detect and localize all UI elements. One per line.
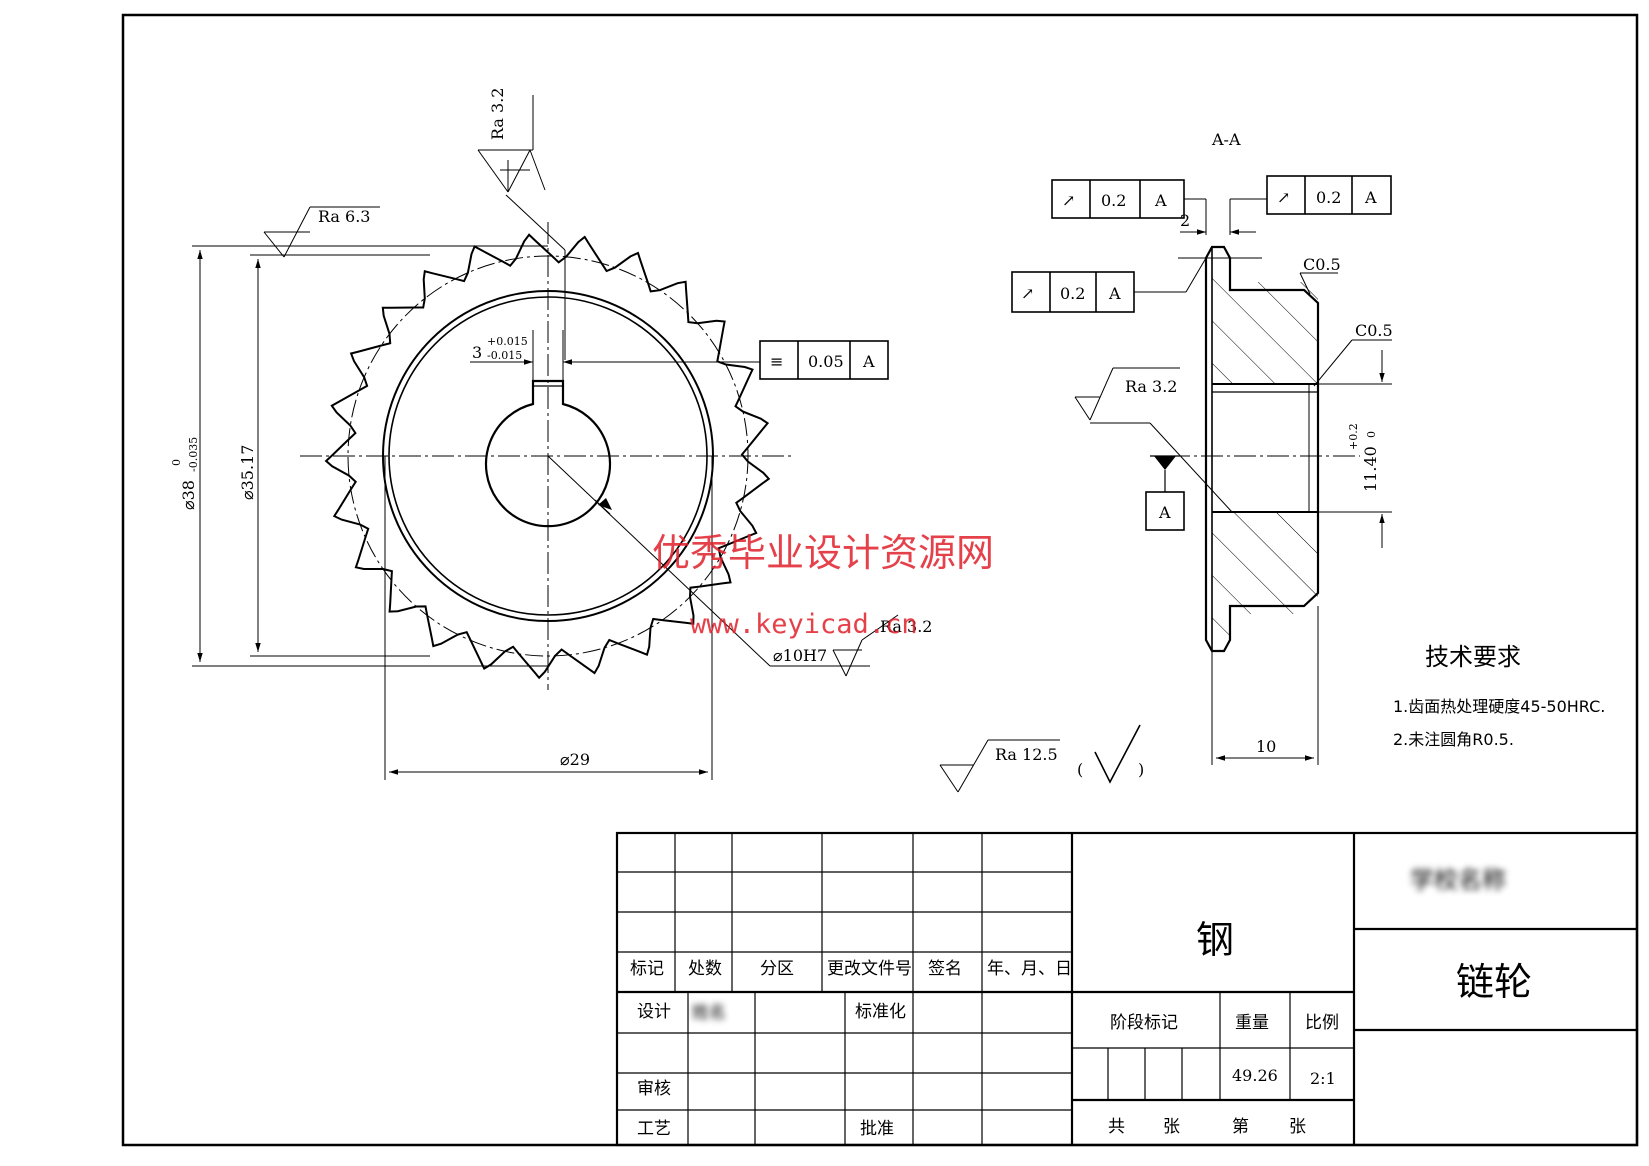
tech-req-item-2: 2.未注圆角R0.5. xyxy=(1393,730,1514,749)
section-title: A-A xyxy=(1211,130,1241,149)
bore-with-keyway xyxy=(484,379,612,528)
runout-1-value: 0.2 xyxy=(1101,191,1126,210)
general-roughness-paren-open: ( xyxy=(1077,760,1083,779)
front-view: Ra 3.2 Ra 6.3 ⌀38 0 -0.035 ⌀35.17 xyxy=(170,88,932,780)
general-roughness-paren-close: ) xyxy=(1138,760,1144,779)
tb-row-review: 审核 xyxy=(637,1079,671,1099)
dim-bore-len-tol-lower: 0 xyxy=(1365,431,1378,438)
dim-keyway xyxy=(470,330,760,381)
tb-school-blurred: 学校名称 xyxy=(1410,866,1506,894)
dim-bore-len-text: 11.40 xyxy=(1361,446,1380,492)
tb-header-zone: 分区 xyxy=(760,959,794,979)
tb-row-design: 设计 xyxy=(637,1002,671,1022)
runout-frame-1 xyxy=(1051,179,1207,235)
dim-keyway-tol-lower: -0.015 xyxy=(487,349,522,362)
dim-width-text: 10 xyxy=(1256,737,1276,756)
tb-header-mark: 标记 xyxy=(630,959,664,979)
runout-2-symbol: ↗ xyxy=(1277,188,1290,207)
tb-material: 钢 xyxy=(1196,918,1234,962)
roughness-bore-label: Ra 3.2 xyxy=(880,617,932,636)
dim-width xyxy=(1211,606,1319,765)
tb-header-change-doc: 更改文件号 xyxy=(827,959,912,979)
runout-1-symbol: ↗ xyxy=(1062,191,1075,210)
tb-sheets-total: 共 xyxy=(1108,1117,1125,1137)
dim-bore-text: ⌀10H7 xyxy=(773,646,827,665)
runout-frame-3 xyxy=(1011,257,1207,313)
dim-root-text: ⌀35.17 xyxy=(238,445,257,500)
datum-symbol xyxy=(1145,455,1185,531)
tb-stage-label: 阶段标记 xyxy=(1110,1013,1178,1033)
roughness-symbol-top xyxy=(477,95,566,360)
tb-scale-label: 比例 xyxy=(1305,1013,1339,1033)
hub-inner-circle xyxy=(388,296,708,616)
tb-sheets-unit-2: 张 xyxy=(1289,1117,1306,1137)
general-roughness-label: Ra 12.5 xyxy=(995,745,1058,764)
dim-tooth-width xyxy=(1178,229,1262,259)
tb-header-sign: 签名 xyxy=(928,959,962,979)
roughness-symbol-section xyxy=(1074,367,1233,513)
bore-leader xyxy=(547,455,899,677)
tb-sheets-nth: 第 xyxy=(1232,1117,1249,1137)
chamfer-2-text: C0.5 xyxy=(1355,321,1393,340)
dim-outer-text: ⌀38 xyxy=(179,480,198,510)
dim-hub-diameter xyxy=(384,456,713,780)
roughness-label-top: Ra 3.2 xyxy=(488,88,507,140)
title-block xyxy=(615,831,1639,1147)
tb-scale-value: 2:1 xyxy=(1310,1069,1336,1088)
tb-row-standardize: 标准化 xyxy=(855,1002,906,1022)
dim-keyway-tol-upper: +0.015 xyxy=(487,335,528,348)
dim-outer-tol-lower: -0.035 xyxy=(187,437,200,472)
watermark-line-1: 优秀毕业设计资源网 xyxy=(652,531,994,575)
dim-outer-diameter xyxy=(192,245,548,667)
runout-3-value: 0.2 xyxy=(1060,284,1085,303)
dim-bore-len-tol-upper: +0.2 xyxy=(1347,423,1360,450)
tb-row-approve: 批准 xyxy=(860,1119,894,1139)
symmetry-datum: A xyxy=(862,352,875,371)
roughness-section-label: Ra 3.2 xyxy=(1125,377,1177,396)
general-roughness xyxy=(939,724,1141,793)
tb-drawing-name: 链轮 xyxy=(1456,960,1532,1004)
roughness-symbol-left xyxy=(263,206,380,258)
section-outline xyxy=(1204,245,1320,653)
section-hatch-upper xyxy=(1212,255,1318,384)
runout-3-symbol: ↗ xyxy=(1021,284,1034,303)
symmetry-value: 0.05 xyxy=(808,352,844,371)
sprocket-tooth-profile xyxy=(324,233,771,680)
dim-bore-length xyxy=(1318,350,1392,548)
tb-sheets-unit-1: 张 xyxy=(1163,1117,1180,1137)
runout-2-datum: A xyxy=(1364,188,1377,207)
dim-root-diameter xyxy=(250,254,430,657)
dim-keyway-text: 3 xyxy=(472,343,482,362)
tech-req-item-1: 1.齿面热处理硬度45-50HRC. xyxy=(1393,697,1605,716)
tech-req-title: 技术要求 xyxy=(1425,643,1521,671)
chamfer-leaders xyxy=(1299,272,1392,387)
roughness-label-left: Ra 6.3 xyxy=(318,207,370,226)
section-hatch-lower xyxy=(1212,512,1318,659)
symmetry-symbol: ≡ xyxy=(770,352,783,371)
section-view: A-A ↗ 0.2 A ↗ 0. xyxy=(1011,130,1393,765)
tb-designer-blurred: 姓名 xyxy=(692,1003,726,1023)
dim-outer-tol-upper: 0 xyxy=(170,459,183,466)
watermark-line-2: www.keyicad.cn xyxy=(690,609,918,640)
tb-row-process: 工艺 xyxy=(637,1119,671,1139)
tb-header-count: 处数 xyxy=(688,959,722,979)
dim-2-text: 2 xyxy=(1180,211,1190,230)
datum-label: A xyxy=(1158,503,1171,522)
dim-hub-text: ⌀29 xyxy=(560,750,590,769)
runout-frame-2 xyxy=(1229,175,1392,235)
chamfer-1-text: C0.5 xyxy=(1303,255,1341,274)
tb-header-date: 年、月、日 xyxy=(987,959,1072,979)
runout-2-value: 0.2 xyxy=(1316,188,1341,207)
pitch-circle xyxy=(347,255,749,657)
runout-1-datum: A xyxy=(1154,191,1167,210)
runout-3-datum: A xyxy=(1108,284,1121,303)
tb-weight-label: 重量 xyxy=(1235,1013,1269,1033)
tb-weight-value: 49.26 xyxy=(1232,1066,1278,1085)
symmetry-tolerance-frame xyxy=(759,340,889,380)
hub-outer-circle xyxy=(382,290,714,622)
